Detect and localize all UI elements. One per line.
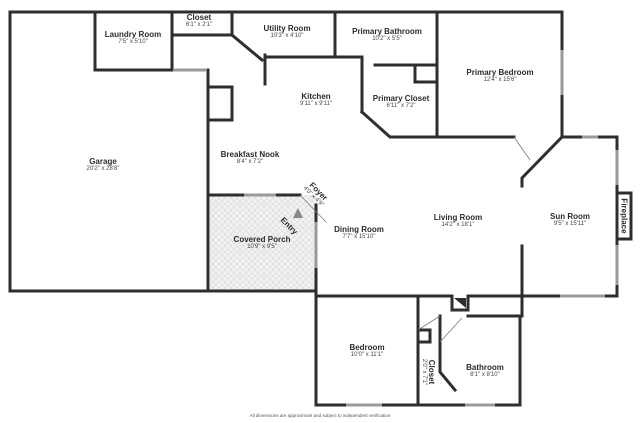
column-marker [454,298,466,308]
covered-porch-floor [210,195,316,291]
disclaimer-text: All dimensions are approximate and subje… [249,413,391,418]
entry-arrow-icon [293,208,303,218]
